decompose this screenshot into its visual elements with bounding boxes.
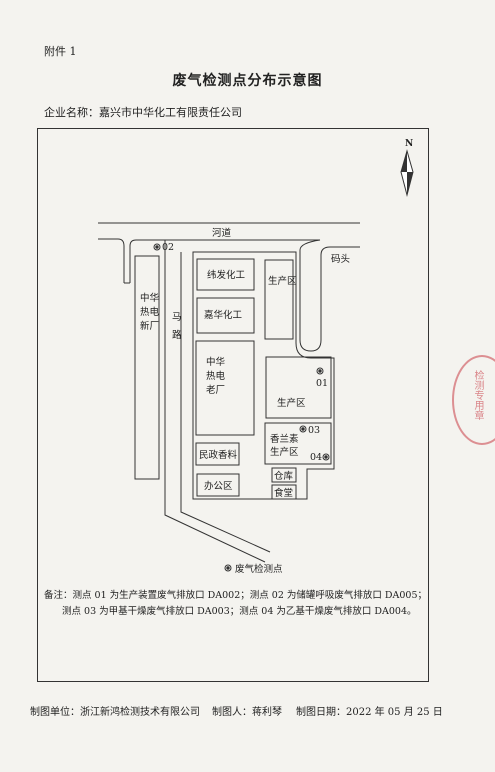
old-plant-building bbox=[195, 340, 255, 436]
footer-maker: 制图单位：浙江新鸿检测技术有限公司 bbox=[30, 707, 200, 718]
seal-stamp-text: 检测专用章 bbox=[472, 370, 483, 420]
point-01-label: 01 bbox=[316, 378, 328, 389]
legend-label: 废气检测点 bbox=[235, 563, 283, 575]
canteen-building bbox=[271, 484, 297, 500]
north-arrow-icon bbox=[400, 149, 414, 197]
office-building bbox=[196, 473, 240, 497]
diagram-frame bbox=[37, 128, 429, 682]
page-title: 废气检测点分布示意图 bbox=[172, 73, 323, 89]
point-01-icon bbox=[316, 367, 324, 375]
jiahua-building bbox=[196, 297, 255, 334]
road-label-1: 马 bbox=[172, 312, 182, 323]
production-mid-label: 生产区 bbox=[277, 397, 306, 409]
warehouse-building bbox=[271, 467, 297, 483]
north-label: N bbox=[405, 139, 413, 149]
note-line1: 备注：测点 01 为生产装置废气排放口 DA002；测点 02 为储罐呼吸废气排… bbox=[44, 589, 427, 601]
point-03-label: 03 bbox=[308, 425, 320, 436]
point-04-label: 04 bbox=[310, 452, 322, 463]
production-top-building bbox=[264, 259, 294, 340]
old-plant-line2: 热电 bbox=[206, 370, 226, 382]
dock-label: 码头 bbox=[331, 253, 350, 265]
weifa-building bbox=[196, 258, 255, 291]
point-04-icon bbox=[322, 453, 330, 461]
road-label-2: 路 bbox=[172, 329, 182, 341]
river-outline bbox=[98, 222, 360, 352]
new-plant-line1: 中华 bbox=[140, 292, 160, 304]
xianglansu-line1: 香兰素 bbox=[270, 433, 299, 445]
xianglansu-line2: 生产区 bbox=[270, 446, 299, 458]
road-left-edge bbox=[164, 240, 266, 563]
point-02-label: 02 bbox=[162, 242, 174, 253]
note-line2: 测点 03 为甲基干燥废气排放口 DA003；测点 04 为乙基干燥废气排放口 … bbox=[62, 605, 417, 617]
weifa-label: 纬发化工 bbox=[207, 269, 246, 281]
warehouse-label: 仓库 bbox=[274, 470, 294, 482]
point-02-icon bbox=[153, 243, 161, 251]
canteen-label: 食堂 bbox=[274, 487, 293, 499]
new-plant-line2: 热电 bbox=[140, 306, 160, 318]
new-plant-block bbox=[134, 255, 160, 480]
point-03-icon bbox=[299, 425, 307, 433]
annex-label: 附件 1 bbox=[44, 45, 77, 58]
jiahua-label: 嘉华化工 bbox=[204, 309, 243, 321]
production-top-label: 生产区 bbox=[268, 275, 297, 287]
legend-point-icon bbox=[224, 564, 232, 572]
production-mid-building bbox=[265, 356, 332, 419]
office-label: 办公区 bbox=[204, 480, 233, 492]
new-plant-line3: 新厂 bbox=[140, 320, 159, 332]
road-right-edge bbox=[180, 252, 271, 553]
old-plant-line3: 老厂 bbox=[206, 384, 225, 396]
company-name: 企业名称：嘉兴市中华化工有限责任公司 bbox=[44, 106, 242, 119]
xianglansu-building bbox=[264, 422, 332, 465]
minzheng-building bbox=[195, 442, 240, 466]
old-plant-line1: 中华 bbox=[206, 356, 226, 368]
footer-date: 制图日期：2022 年 05 月 25 日 bbox=[296, 707, 443, 718]
footer-person: 制图人：蒋利琴 bbox=[212, 707, 282, 718]
river-label: 河道 bbox=[212, 227, 232, 239]
minzheng-label: 民政香料 bbox=[199, 449, 238, 461]
